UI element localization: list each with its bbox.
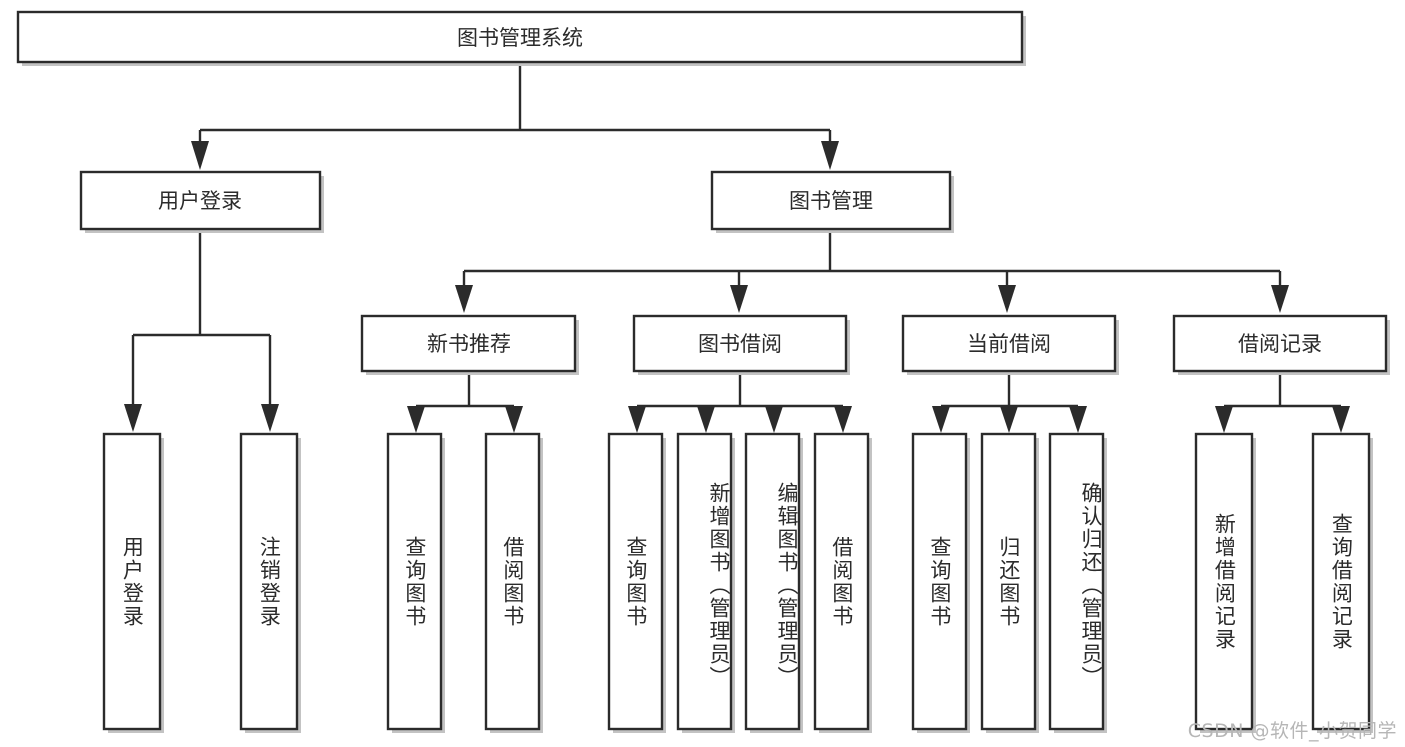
node-new-book-recommend-box [360, 314, 577, 373]
arrow-head-new-book-recommend [455, 285, 473, 313]
node-leaf-query-book-2[interactable] [607, 432, 666, 733]
node-new-book-recommend-label: 新书推荐 [427, 332, 511, 356]
node-leaf-edit-book[interactable] [744, 432, 803, 733]
csdn-watermark: CSDN @软件_小贺同学 [1187, 720, 1397, 742]
node-current-borrow[interactable]: 当前借阅 [901, 314, 1119, 375]
arrow-head-current-borrow [998, 285, 1016, 313]
node-layer: 图书管理系统 用户登录 图书管理 新书推荐 [16, 10, 1390, 733]
node-current-borrow-box [901, 314, 1117, 373]
node-root-box [16, 10, 1024, 64]
node-leaf-query-book-3[interactable] [911, 432, 970, 733]
arrow-head-leaf-borrow-book-1 [505, 406, 523, 433]
node-borrow-record-box [1172, 314, 1388, 373]
node-current-borrow-label: 当前借阅 [967, 332, 1051, 356]
node-leaf-borrow-book-2-box [813, 432, 870, 731]
arrow-head-leaf-add-record [1215, 406, 1233, 433]
node-user-login-label: 用户登录 [158, 189, 242, 213]
node-leaf-borrow-book-2[interactable] [813, 432, 872, 733]
node-leaf-query-book-2-box [607, 432, 664, 731]
node-root-label: 图书管理系统 [457, 26, 583, 50]
node-root[interactable]: 图书管理系统 [16, 10, 1026, 66]
node-leaf-user-login-box [102, 432, 162, 731]
node-borrow-record[interactable]: 借阅记录 [1172, 314, 1390, 375]
node-borrow-record-label: 借阅记录 [1238, 332, 1322, 356]
node-leaf-add-book-box [676, 432, 733, 731]
node-leaf-query-book-1[interactable] [386, 432, 445, 733]
node-leaf-edit-book-box [744, 432, 801, 731]
arrow-head-leaf-borrow-book-2 [834, 406, 852, 433]
node-user-login-box [79, 170, 322, 231]
arrow-head-leaf-return-book [1000, 406, 1018, 433]
arrow-head-user-login [191, 141, 209, 170]
node-book-borrow-box [632, 314, 848, 373]
arrow-head-leaf-add-book [697, 406, 715, 433]
node-book-borrow[interactable]: 图书借阅 [632, 314, 850, 375]
node-leaf-query-book-3-box [911, 432, 968, 731]
node-book-management[interactable]: 图书管理 [710, 170, 954, 233]
arrow-head-book-borrow [730, 285, 748, 313]
node-leaf-add-book[interactable] [676, 432, 735, 733]
arrow-head-leaf-query-book-2 [628, 406, 646, 433]
node-leaf-query-record-box [1311, 432, 1371, 731]
node-leaf-borrow-book-1[interactable] [484, 432, 543, 733]
node-book-management-box [710, 170, 952, 231]
node-leaf-user-login[interactable] [102, 432, 164, 733]
node-leaf-add-record-box [1194, 432, 1254, 731]
arrow-head-leaf-confirm-return [1069, 406, 1087, 433]
node-book-management-label: 图书管理 [789, 189, 873, 213]
node-leaf-confirm-return[interactable] [1048, 432, 1107, 733]
arrow-head-borrow-record [1271, 285, 1289, 313]
arrow-head-leaf-edit-book [765, 406, 783, 433]
arrow-head-leaf-query-book-1 [407, 406, 425, 433]
node-leaf-user-logout[interactable] [239, 432, 301, 733]
node-leaf-return-book[interactable] [980, 432, 1039, 733]
node-leaf-return-book-box [980, 432, 1037, 731]
arrow-head-leaf-user-login [124, 404, 142, 432]
arrow-head-book-management [821, 141, 839, 170]
node-leaf-query-book-1-box [386, 432, 443, 731]
node-user-login[interactable]: 用户登录 [79, 170, 324, 233]
node-leaf-add-record[interactable] [1194, 432, 1256, 733]
node-leaf-borrow-book-1-box [484, 432, 541, 731]
connector-layer [124, 66, 1350, 433]
node-new-book-recommend[interactable]: 新书推荐 [360, 314, 579, 375]
arrow-head-leaf-query-record [1332, 406, 1350, 433]
node-leaf-user-logout-box [239, 432, 299, 731]
arrow-head-leaf-query-book-3 [932, 406, 950, 433]
node-leaf-query-record[interactable] [1311, 432, 1373, 733]
node-leaf-confirm-return-box [1048, 432, 1105, 731]
arrow-head-leaf-user-logout [261, 404, 279, 432]
node-book-borrow-label: 图书借阅 [698, 332, 782, 356]
